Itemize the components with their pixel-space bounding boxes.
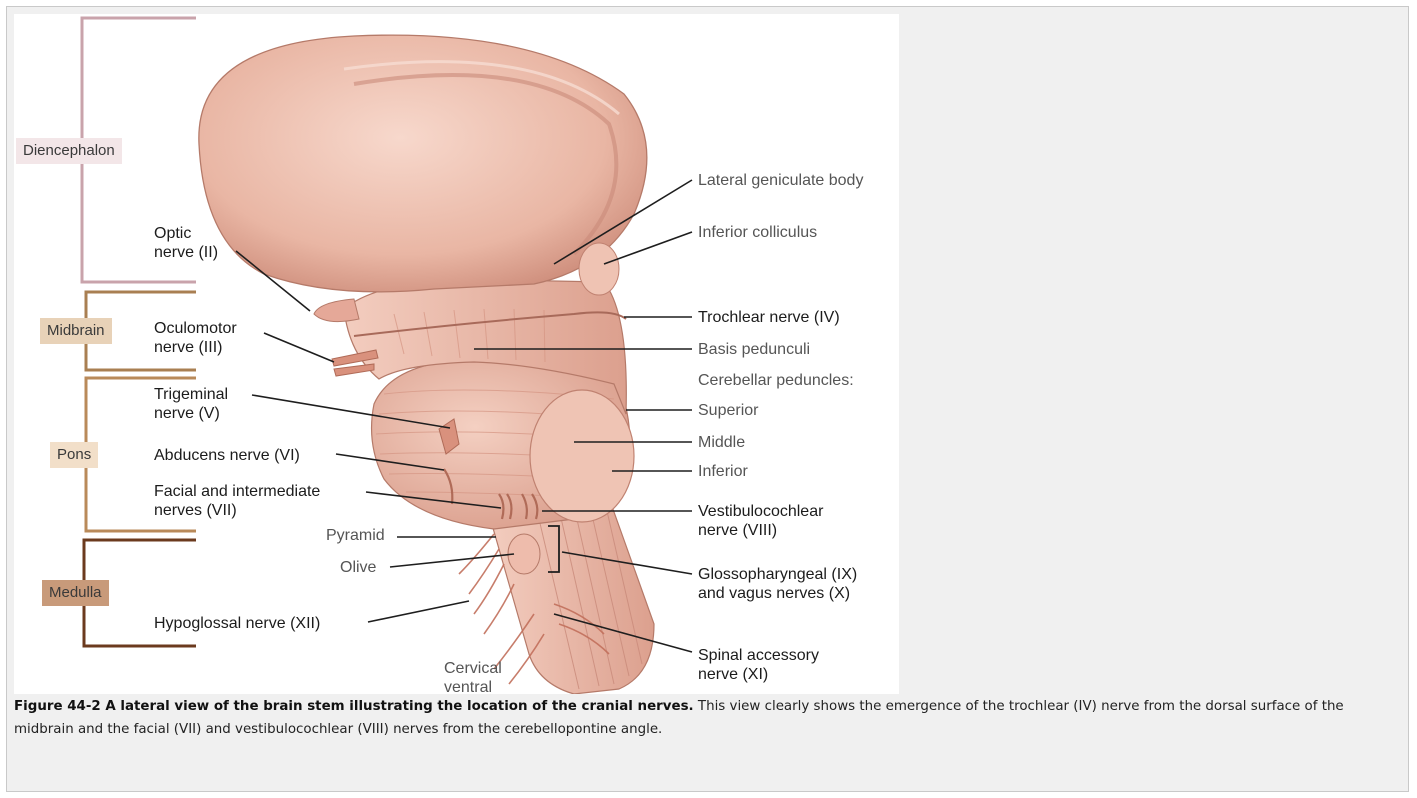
oculomotor-label-1: Oculomotor	[154, 319, 237, 338]
olive-label: Olive	[340, 558, 376, 577]
spinal-accessory-label-1: Spinal accessory	[698, 646, 819, 665]
figure-image: Diencephalon Midbrain Pons Medulla Optic…	[14, 14, 899, 694]
inferior-label: Inferior	[698, 462, 748, 481]
thalamus-shape	[199, 35, 647, 292]
pons-label: Pons	[50, 442, 98, 468]
spinal-accessory-label-2: nerve (XI)	[698, 665, 768, 684]
basis-pedunculi-label: Basis pedunculi	[698, 340, 810, 359]
pyramid-label: Pyramid	[326, 526, 385, 545]
abducens-label: Abducens nerve (VI)	[154, 446, 300, 465]
figure-caption: Figure 44-2 A lateral view of the brain …	[14, 695, 1404, 741]
glossopharyngeal-label-2: and vagus nerves (X)	[698, 584, 850, 603]
superior-label: Superior	[698, 401, 758, 420]
vestibulocochlear-label-2: nerve (VIII)	[698, 521, 777, 540]
optic-nerve-stub	[314, 299, 359, 322]
trigeminal-label-1: Trigeminal	[154, 385, 228, 404]
trochlear-label: Trochlear nerve (IV)	[698, 308, 840, 327]
midbrain-label: Midbrain	[40, 318, 112, 344]
optic-nerve-label-1: Optic	[154, 224, 191, 243]
diencephalon-label: Diencephalon	[16, 138, 122, 164]
cervical-label-1: Cervical	[444, 659, 502, 678]
inferior-colliculus-label: Inferior colliculus	[698, 223, 817, 242]
inferior-colliculus-bulge	[579, 243, 619, 295]
glossopharyngeal-label-1: Glossopharyngeal (IX)	[698, 565, 857, 584]
optic-nerve-label-2: nerve (II)	[154, 243, 218, 262]
facial-label-2: nerves (VII)	[154, 501, 237, 520]
cerebellar-peduncles-label: Cerebellar peduncles:	[698, 371, 854, 390]
vestibulocochlear-label-1: Vestibulocochlear	[698, 502, 823, 521]
facial-label-1: Facial and intermediate	[154, 482, 320, 501]
cerebellar-peduncle	[530, 390, 634, 522]
middle-label: Middle	[698, 433, 745, 452]
oculomotor-label-2: nerve (III)	[154, 338, 222, 357]
caption-title: Figure 44-2 A lateral view of the brain …	[14, 699, 694, 714]
figure-panel: Diencephalon Midbrain Pons Medulla Optic…	[6, 6, 1409, 792]
lateral-geniculate-label: Lateral geniculate body	[698, 171, 863, 190]
medulla-label: Medulla	[42, 580, 109, 606]
cervical-label-2: ventral	[444, 678, 492, 694]
hypoglossal-label: Hypoglossal nerve (XII)	[154, 614, 320, 633]
trigeminal-label-2: nerve (V)	[154, 404, 220, 423]
